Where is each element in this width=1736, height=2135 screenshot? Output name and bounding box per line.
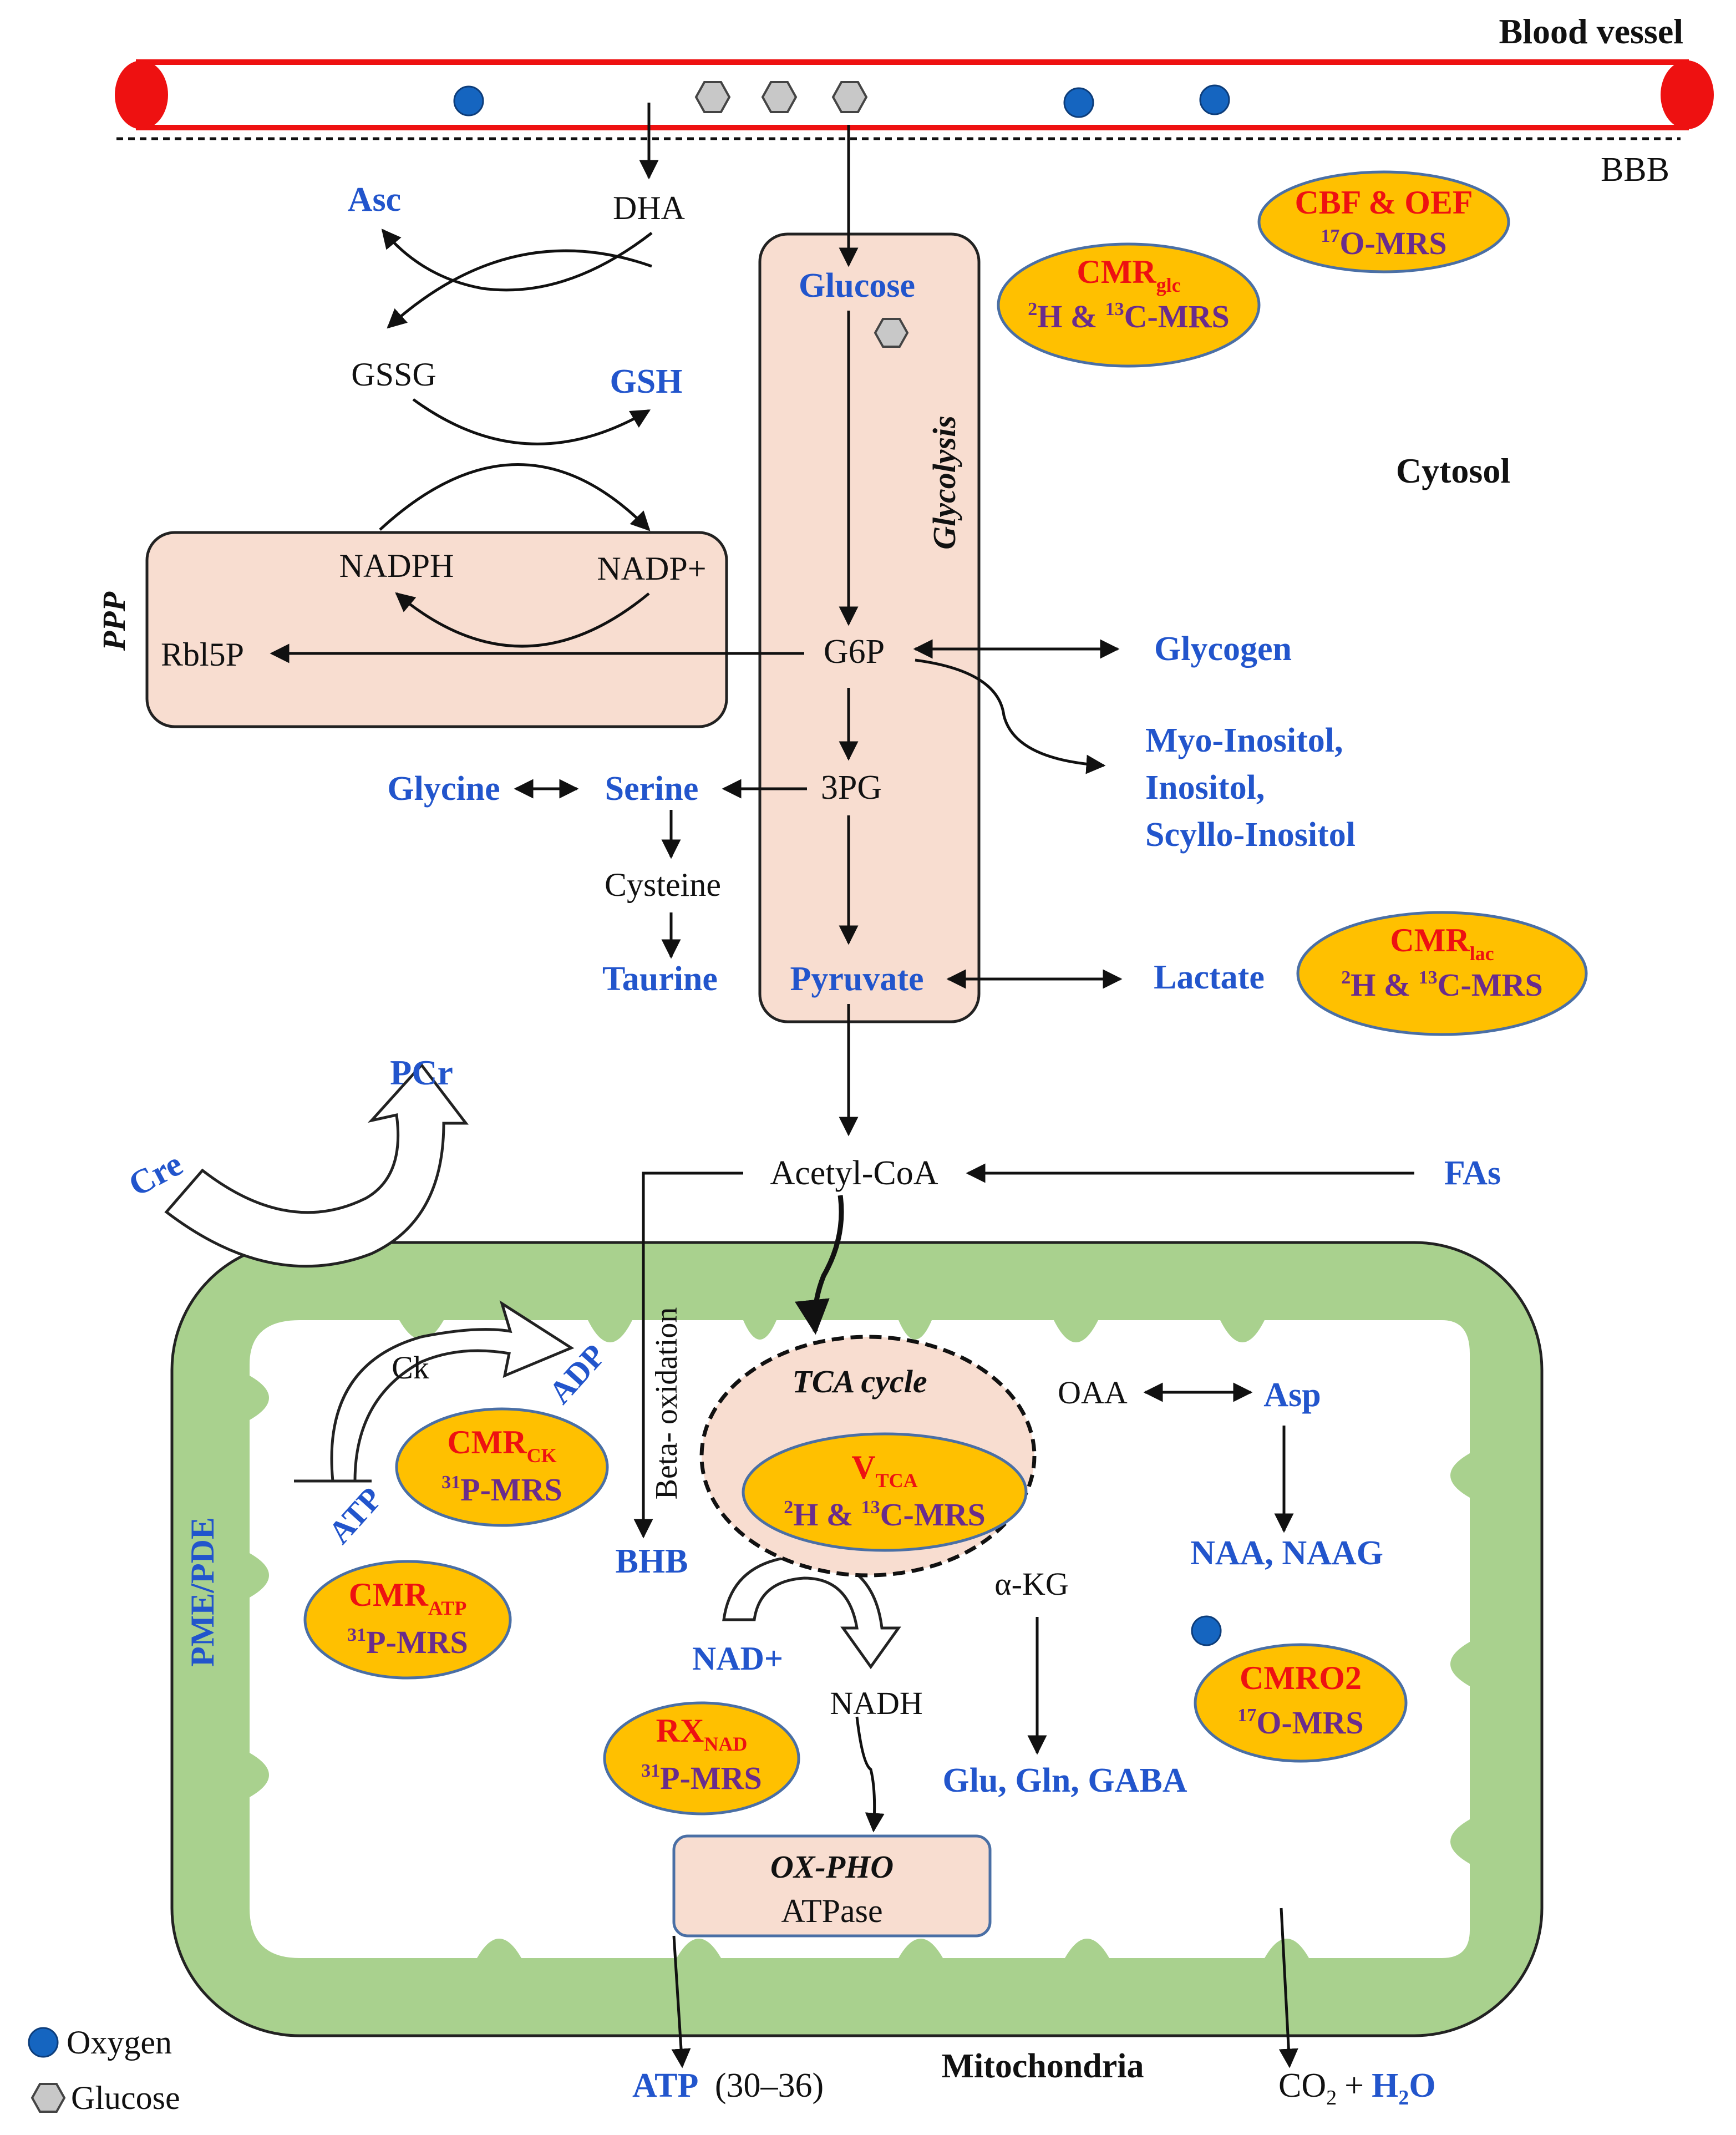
nadph-label: NADPH bbox=[339, 547, 454, 584]
akg-label: α-KG bbox=[994, 1566, 1068, 1602]
glucose-molecule bbox=[694, 81, 731, 113]
legend-glucose-label: Glucose bbox=[71, 2080, 180, 2116]
badge-title: VTCA bbox=[851, 1449, 917, 1492]
ppp-box bbox=[145, 531, 728, 728]
badge-cmr-atp: CMRATP 31P-MRS bbox=[303, 1560, 512, 1680]
inositol-label-2: Inositol, bbox=[1145, 769, 1265, 807]
glucose-molecule bbox=[874, 318, 909, 348]
3pg-label: 3PG bbox=[821, 769, 882, 807]
badge-method: 31P-MRS bbox=[347, 1624, 468, 1660]
acetyl-coa-label: Acetyl-CoA bbox=[770, 1154, 938, 1192]
oxygen-molecule bbox=[1199, 84, 1230, 115]
pcr-label: PCr bbox=[390, 1053, 453, 1092]
g6p-label: G6P bbox=[824, 633, 885, 671]
glycine-label: Glycine bbox=[387, 770, 500, 808]
lactate-label: Lactate bbox=[1154, 959, 1265, 996]
naa-naag-label: NAA, NAAG bbox=[1190, 1534, 1383, 1572]
inositol-label-3: Scyllo-Inositol bbox=[1145, 816, 1356, 854]
glycolysis-box bbox=[758, 232, 981, 1023]
asp-label: Asp bbox=[1263, 1376, 1321, 1414]
glucose-label: Glucose bbox=[799, 267, 915, 305]
atp-output-label: ATP (30–36) bbox=[632, 2067, 824, 2104]
serine-label: Serine bbox=[605, 770, 699, 808]
badge-method: 2H & 13C-MRS bbox=[1341, 967, 1543, 1003]
badge-cmr-lac: CMRlac 2H & 13C-MRS bbox=[1296, 911, 1588, 1036]
pme-pde-label: PME/PDE bbox=[184, 1517, 221, 1667]
badge-method: 2H & 13C-MRS bbox=[1028, 298, 1230, 334]
glucose-molecule bbox=[831, 81, 868, 113]
nad-plus-label: NAD+ bbox=[692, 1640, 783, 1677]
glycogen-label: Glycogen bbox=[1154, 630, 1292, 668]
tca-cycle-label: TCA cycle bbox=[792, 1363, 927, 1399]
ox-pho-box bbox=[672, 1834, 992, 1938]
badge-title: CMRglc bbox=[1077, 253, 1180, 296]
badge-title: RXNAD bbox=[656, 1712, 748, 1755]
cre-pcr-hollow-arrow bbox=[164, 1063, 469, 1268]
nad-nadh-hollow-arrow bbox=[722, 1554, 901, 1670]
fas-label: FAs bbox=[1444, 1154, 1501, 1192]
legend: Oxygen Glucose bbox=[28, 2024, 180, 2116]
oxygen-molecule bbox=[1191, 1615, 1222, 1646]
badge-method: 17O-MRS bbox=[1237, 1705, 1363, 1741]
badge-cmr-glc: CMRglc 2H & 13C-MRS bbox=[997, 242, 1261, 368]
oxygen-molecule bbox=[453, 85, 484, 116]
asc-label: Asc bbox=[348, 181, 401, 219]
glucose-molecule bbox=[761, 81, 798, 113]
dha-label: DHA bbox=[613, 190, 685, 226]
ck-label: Ck bbox=[392, 1350, 429, 1386]
glu-gln-gaba-label: Glu, Gln, GABA bbox=[943, 1762, 1187, 1799]
badge-v-tca: VTCA 2H & 13C-MRS bbox=[742, 1432, 1028, 1552]
taurine-label: Taurine bbox=[602, 960, 718, 998]
gsh-label: GSH bbox=[610, 363, 683, 400]
ox-pho-label: OX-PHO bbox=[770, 1849, 894, 1885]
pyruvate-label: Pyruvate bbox=[790, 960, 923, 998]
badge-method: 17O-MRS bbox=[1321, 225, 1446, 261]
cysteine-label: Cysteine bbox=[605, 866, 721, 903]
badge-cmro2: CMRO2 17O-MRS bbox=[1194, 1643, 1408, 1763]
beta-oxidation-label: Beta- oxidation bbox=[649, 1307, 684, 1500]
glycolysis-label: Glycolysis bbox=[926, 415, 962, 550]
badge-method: 31P-MRS bbox=[641, 1760, 762, 1796]
legend-glucose-swatch bbox=[31, 2083, 66, 2113]
ppp-label: PPP bbox=[96, 591, 132, 651]
bbb-label: BBB bbox=[1601, 151, 1669, 189]
badge-title: CMRATP bbox=[349, 1576, 467, 1619]
blood-vessel bbox=[115, 59, 1714, 140]
cytosol-label: Cytosol bbox=[1396, 451, 1510, 490]
badge-method: 2H & 13C-MRS bbox=[784, 1497, 986, 1533]
pathway-arrows bbox=[270, 103, 1414, 2068]
nadp-plus-label: NADP+ bbox=[597, 550, 706, 587]
blood-vessel-label: Blood vessel bbox=[1499, 12, 1683, 51]
cre-label: Cre bbox=[123, 1145, 189, 1204]
badge-cbf-oef: CBF & OEF 17O-MRS bbox=[1257, 170, 1510, 273]
badge-rx-nad: RXNAD 31P-MRS bbox=[603, 1701, 800, 1815]
gssg-label: GSSG bbox=[351, 356, 436, 393]
badge-title: CMRO2 bbox=[1240, 1660, 1362, 1696]
atpase-label: ATPase bbox=[781, 1893, 882, 1929]
badge-cmr-ck: CMRCK 31P-MRS bbox=[395, 1407, 609, 1527]
mitochondria-label: Mitochondria bbox=[941, 2047, 1144, 2085]
legend-oxygen-label: Oxygen bbox=[67, 2024, 172, 2061]
badge-title: CMRlac bbox=[1390, 922, 1494, 965]
inositol-label-1: Myo-Inositol, bbox=[1145, 722, 1343, 759]
rbl5p-label: Rbl5P bbox=[161, 636, 244, 673]
badge-title: CMRCK bbox=[447, 1424, 556, 1467]
oxygen-molecule bbox=[1063, 87, 1094, 118]
bhb-label: BHB bbox=[616, 1543, 688, 1580]
legend-oxygen-swatch bbox=[28, 2027, 59, 2058]
oaa-label: OAA bbox=[1058, 1375, 1128, 1411]
badge-method: 31P-MRS bbox=[441, 1472, 562, 1508]
badge-title: CBF & OEF bbox=[1295, 184, 1473, 221]
nadh-label: NADH bbox=[830, 1685, 923, 1721]
atp-adp-hollow-arrow bbox=[294, 1300, 575, 1483]
co2-h2o-label: CO2+H2O bbox=[1278, 2067, 1436, 2109]
